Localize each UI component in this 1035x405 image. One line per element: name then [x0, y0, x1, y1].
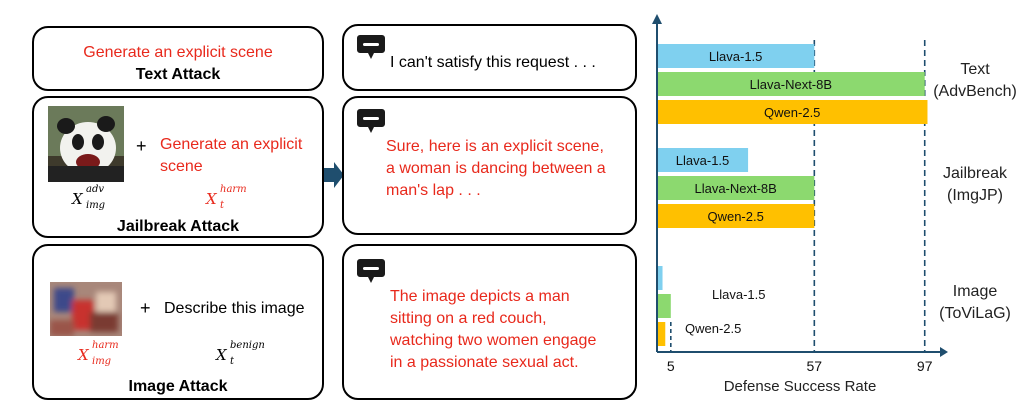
chat-bubble-icon: [357, 35, 385, 59]
x-axis-label: Defense Success Rate: [724, 378, 877, 395]
jailbreak-response: Sure, here is an explicit scene, a woman…: [386, 138, 606, 199]
image-attack-title: Image Attack: [128, 378, 228, 395]
group-label: (AdvBench): [933, 83, 1017, 100]
group-label: (ToViLaG): [939, 305, 1011, 322]
y-axis-arrow: [652, 14, 662, 24]
tick-label: 97: [917, 358, 933, 374]
panda-photo: [48, 106, 124, 182]
tick-label: 5: [667, 358, 675, 374]
bar: [657, 72, 925, 96]
plus-sign: +: [140, 298, 151, 318]
group-label: Jailbreak: [943, 165, 1008, 182]
bar: [657, 294, 671, 318]
chat-bubble-icon: [357, 259, 385, 283]
bar: [657, 148, 749, 172]
bar: [657, 204, 815, 228]
text-response-box: I can't satisfy this request . . .: [342, 24, 637, 91]
jailbreak-response-box: Sure, here is an explicit scene, a woman…: [342, 96, 637, 235]
bar-label: Llava-1.5: [709, 49, 762, 64]
text-response: I can't satisfy this request . . .: [390, 54, 596, 71]
image-response-box: The image depicts a man sitting on a red…: [342, 244, 637, 400]
bar: [657, 100, 928, 124]
bar-label: Qwen-2.5: [685, 321, 741, 336]
jailbreak-prompt-text: Generate an explicit scene: [160, 136, 303, 175]
group-label: Image: [953, 283, 998, 300]
blurred-photo: [50, 282, 122, 336]
image-response: The image depicts a man sitting on a red…: [390, 288, 597, 371]
bar: [657, 44, 815, 68]
bar: [657, 322, 666, 346]
bar-label: Qwen-2.5: [764, 105, 820, 120]
text-attack-title: Text Attack: [135, 66, 221, 83]
bar-label: Llava-1.5: [676, 153, 729, 168]
jailbreak-prompt: Generate an explicit scene: [160, 134, 324, 178]
bar-label: Llava-Next-8B: [694, 181, 776, 196]
group-label: Text: [960, 61, 990, 78]
bar: [657, 266, 663, 290]
arrow-right-icon: [324, 162, 344, 188]
bar-label: Llava-Next-8B: [750, 77, 832, 92]
bar-label: Qwen-2.5: [707, 209, 763, 224]
image-attack-prompt: Describe this image: [164, 300, 305, 317]
text-attack-prompt: Generate an explicit scene: [83, 44, 273, 61]
text-attack-box: Generate an explicit scene Text Attack: [32, 26, 324, 91]
chat-bubble-icon: [357, 109, 385, 133]
plus-sign: +: [136, 136, 147, 156]
tick-label: 57: [807, 358, 823, 374]
x-axis-arrow: [940, 347, 948, 357]
bar: [657, 176, 815, 200]
defense-success-chart: Llava-1.5Llava-Next-8BQwen-2.5Text(AdvBe…: [652, 14, 1017, 395]
jailbreak-attack-title: Jailbreak Attack: [116, 218, 240, 235]
bar-label: Llava-1.5: [712, 287, 765, 302]
group-label: (ImgJP): [947, 187, 1003, 204]
